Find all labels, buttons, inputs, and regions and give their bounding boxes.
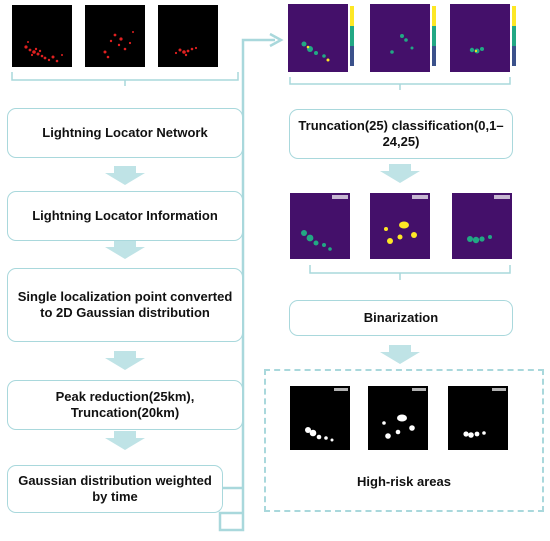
lightning-image-3 xyxy=(158,5,218,67)
binary-image-3 xyxy=(448,386,508,450)
down-arrow xyxy=(380,345,420,364)
step-time-weighted-gaussian: Gaussian distribution weighted by time xyxy=(7,465,223,513)
high-risk-panel xyxy=(264,369,544,512)
bracket-left-top xyxy=(11,72,239,86)
classified-heatmap-2 xyxy=(370,193,430,259)
down-arrow xyxy=(105,166,145,185)
step-truncation-classification: Truncation(25) classification(0,1–24,25) xyxy=(289,109,513,159)
lightning-image-1 xyxy=(12,5,72,67)
down-arrow xyxy=(105,351,145,370)
down-arrow xyxy=(105,240,145,259)
lightning-image-2 xyxy=(85,5,145,67)
binary-image-1 xyxy=(290,386,350,450)
down-arrow xyxy=(105,431,145,450)
heatmap-image-3 xyxy=(450,4,520,72)
flow-connector xyxy=(218,38,275,532)
step-lightning-locator-network: Lightning Locator Network xyxy=(7,108,243,158)
heatmap-image-1 xyxy=(288,4,358,72)
bracket-right-top xyxy=(289,77,511,90)
down-arrow xyxy=(380,164,420,183)
step-gaussian-conversion: Single localization point converted to 2… xyxy=(7,268,243,342)
bracket-right-mid xyxy=(309,265,511,280)
heatmap-image-2 xyxy=(370,4,440,72)
step-binarization: Binarization xyxy=(289,300,513,336)
step-lightning-locator-information: Lightning Locator Information xyxy=(7,191,243,241)
binary-image-2 xyxy=(368,386,428,450)
classified-heatmap-1 xyxy=(290,193,350,259)
arrow-group-left xyxy=(105,166,145,450)
high-risk-label: High-risk areas xyxy=(357,474,451,489)
connector-arrowhead xyxy=(269,32,284,48)
classified-heatmap-3 xyxy=(452,193,512,259)
step-peak-reduction: Peak reduction(25km), Truncation(20km) xyxy=(7,380,243,430)
arrow-group-right xyxy=(380,164,420,364)
